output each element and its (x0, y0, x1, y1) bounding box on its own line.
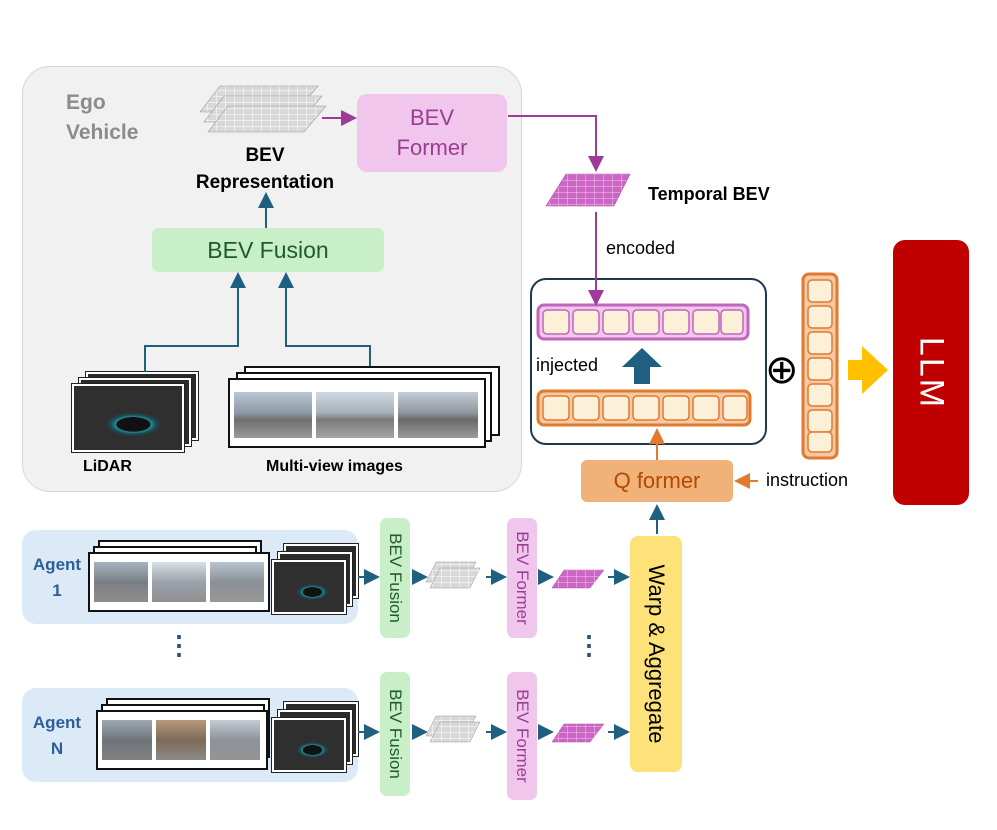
agent-1-bev-former: BEV Former (507, 518, 537, 638)
encoded-label: encoded (606, 238, 676, 258)
query-token-row (536, 389, 752, 427)
bev-representation-grid (199, 85, 327, 133)
llm-input-arrow (848, 346, 888, 394)
agent-n-temporal-grid (551, 723, 605, 743)
encoded-token-row (536, 303, 750, 341)
multiview-label: Multi-view images (266, 458, 403, 475)
q-former-block: Q former (581, 460, 733, 502)
plus-symbol: ⊕ (765, 348, 799, 392)
temporal-bev-label: Temporal BEV (648, 184, 770, 204)
lidar-label: LiDAR (83, 458, 132, 475)
llm-block: LLM (893, 240, 969, 505)
agent-1-label: Agent 1 (32, 555, 82, 600)
agent-n-bev-former: BEV Former (507, 672, 537, 800)
ego-vehicle-label: Ego Vehicle (66, 91, 139, 144)
agent-n-bev-grid (425, 715, 481, 743)
agent-n-image-stack (96, 698, 358, 776)
agent-1-image-stack (88, 540, 360, 618)
instruction-token-column (801, 272, 839, 460)
bev-representation-label: BEV Representation (195, 145, 335, 193)
instruction-label: instruction (766, 470, 849, 490)
agent-1-temporal-grid (551, 569, 605, 589)
lidar-image-stack (72, 372, 198, 452)
lidar-to-fusion-arrow (144, 272, 246, 372)
bev-former-block: BEV Former (357, 94, 507, 172)
multiview-image-stack (228, 366, 500, 448)
images-to-fusion-arrow (278, 272, 371, 366)
warp-aggregate-block: Warp & Aggregate (630, 536, 682, 772)
injected-label: injected (536, 355, 599, 375)
injected-arrow (622, 348, 662, 384)
temporal-bev-grid (545, 173, 631, 207)
agent-n-label: Agent N (32, 713, 82, 758)
agent-1-bev-grid (425, 561, 481, 589)
agent-n-bev-fusion: BEV Fusion (380, 672, 410, 796)
bev-fusion-block: BEV Fusion (152, 228, 384, 272)
agent-1-bev-fusion: BEV Fusion (380, 518, 410, 638)
former-to-temporal-arrow (508, 115, 604, 172)
